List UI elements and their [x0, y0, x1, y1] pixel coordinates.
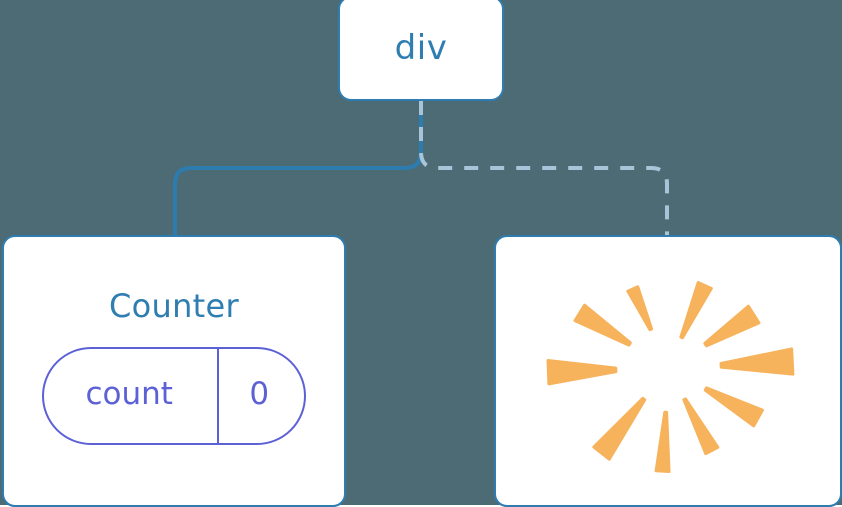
state-key-label: count — [85, 376, 173, 412]
node-div[interactable]: div — [338, 0, 504, 101]
burst-ray-1 — [703, 304, 761, 348]
node-counter[interactable]: Counter count 0 — [2, 235, 346, 507]
state-value-label: 0 — [249, 376, 270, 412]
node-counter-label: Counter — [109, 287, 239, 325]
burst-ray-8 — [573, 303, 632, 347]
burst-ray-4 — [682, 397, 720, 456]
connector-div-to-counter — [173, 99, 423, 240]
burst-ray-2 — [719, 347, 795, 376]
connector-div-to-burst — [419, 101, 669, 238]
state-pill-count[interactable]: count 0 — [42, 347, 306, 445]
burst-rays-icon — [546, 281, 795, 473]
burst-ray-6 — [592, 396, 647, 461]
burst-ray-7 — [546, 358, 618, 386]
burst-ray-3 — [703, 386, 764, 428]
burst-ray-9 — [626, 285, 654, 332]
burst-ray-0 — [679, 281, 713, 340]
burst-ray-5 — [654, 410, 671, 473]
node-burst[interactable] — [494, 235, 842, 507]
node-div-label: div — [394, 27, 448, 68]
state-pill-divider — [217, 349, 219, 443]
